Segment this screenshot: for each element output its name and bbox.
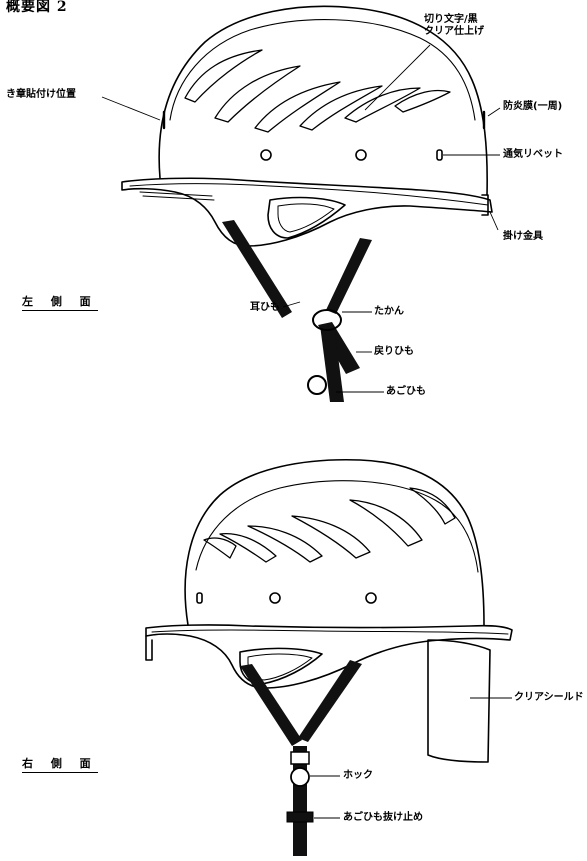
left-vent-slot-1 <box>184 49 263 103</box>
right-helmet-rib <box>195 480 479 573</box>
left-ear-strap-back <box>326 238 372 314</box>
right-vent-slot-3 <box>291 515 371 559</box>
leader-hook <box>489 211 499 231</box>
label-chin-strap: あごひも <box>386 386 426 397</box>
left-chin-strap <box>320 325 344 402</box>
right-strap-front <box>240 664 302 746</box>
right-side-helmet <box>145 458 513 763</box>
right-helmet-shell <box>184 458 485 626</box>
left-side-heading: 左 側 面 <box>22 293 98 311</box>
right-ear-pad <box>239 647 323 685</box>
right-hook-button <box>290 767 310 787</box>
left-vent-slot-6 <box>394 89 451 113</box>
left-straps <box>222 220 372 402</box>
label-clear-shield: クリアシールド <box>514 692 584 703</box>
right-vent-slot-6 <box>203 537 237 559</box>
leader-cut-letters <box>364 44 431 111</box>
leader-strip <box>487 107 501 117</box>
right-straps <box>240 660 362 856</box>
right-vent-slot-5 <box>219 532 277 563</box>
left-helmet-shell <box>158 5 488 196</box>
left-vent-slot-4 <box>299 85 383 131</box>
left-vent-slot-3 <box>254 81 341 133</box>
left-chin-ring <box>307 375 327 395</box>
right-rivet-3 <box>365 592 377 604</box>
label-chin-strap-stop: あごひも抜け止め <box>343 812 423 823</box>
leader-ear-strap <box>282 301 301 308</box>
left-rivet-1 <box>260 149 272 161</box>
right-side-heading: 右 側 面 <box>22 755 98 773</box>
left-leader-lines <box>101 44 501 393</box>
left-ear-pad-inner <box>277 203 335 233</box>
left-ear-strap-front <box>222 220 292 318</box>
right-rivet-2 <box>269 592 281 604</box>
left-ring <box>312 309 342 331</box>
right-vent-slot-4 <box>247 525 323 563</box>
label-hook: ホック <box>343 770 373 781</box>
right-helmet-brim <box>145 624 513 689</box>
right-vent-slot-2 <box>349 499 423 547</box>
label-hook-metal: 掛け金具 <box>503 231 543 242</box>
left-side-helmet <box>121 5 493 247</box>
right-brim-inner-line <box>151 629 509 635</box>
right-rivet-1 <box>196 592 203 604</box>
right-brim-tab <box>145 635 153 661</box>
left-helmet-rib <box>169 19 476 121</box>
left-helmet-brim <box>121 177 493 247</box>
label-fire-strip: 防炎膜(一周) <box>503 101 563 112</box>
left-ear-pad <box>267 196 346 239</box>
left-rivet-3 <box>436 149 443 161</box>
label-return-strap: 戻りひも <box>374 346 414 357</box>
right-vent-slot-1 <box>409 487 456 525</box>
left-vent-slot-2 <box>214 65 301 123</box>
right-strap-back <box>298 660 362 742</box>
right-clear-shield <box>427 639 491 763</box>
left-vent-slot-5 <box>344 87 421 123</box>
right-hook-plate <box>290 751 310 765</box>
left-brim-inner-line <box>129 183 489 206</box>
left-rivet-2 <box>355 149 367 161</box>
label-cut-letters: 切り文字/黒 クリア仕上げ <box>424 14 484 37</box>
label-attach-position: き章貼付け位置 <box>6 89 76 100</box>
right-leader-lines <box>310 697 512 819</box>
diagram-title: 概要図 2 <box>6 0 68 15</box>
left-brim-trim <box>139 191 215 201</box>
label-ring: たかん <box>374 306 404 317</box>
label-vent-rivet: 通気リベット <box>503 149 563 160</box>
right-strap-stop <box>286 811 314 823</box>
label-ear-strap: 耳ひも <box>250 302 280 313</box>
left-hook-metal <box>481 194 489 216</box>
leader-attach <box>101 96 161 121</box>
